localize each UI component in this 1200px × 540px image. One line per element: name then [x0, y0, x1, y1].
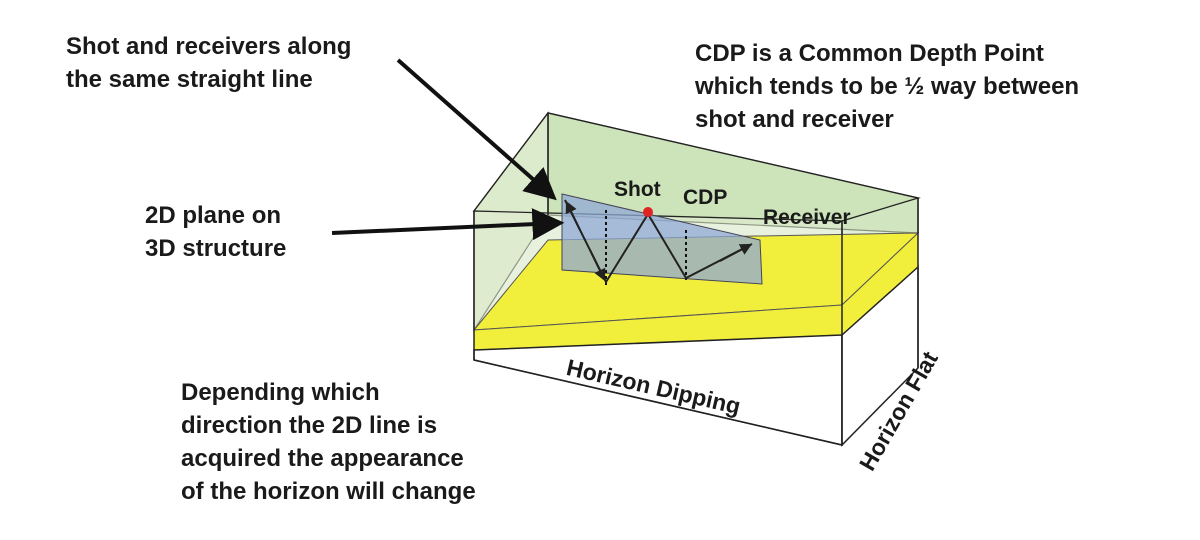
callout-shot-receivers-line1: Shot and receivers along	[66, 33, 352, 60]
shot-marker	[643, 207, 653, 217]
callout-arrow-2d-plane	[331, 208, 565, 241]
ray-arrow-2	[565, 200, 581, 231]
ray-arrow-1	[589, 249, 606, 282]
callout-cdp-line3: shot and receiver	[695, 106, 894, 133]
callout-2d-plane: 2D plane on 3D structure	[145, 199, 286, 265]
callout-shot-receivers: Shot and receivers along the same straig…	[66, 30, 351, 96]
callout-depending-line1: Depending which	[181, 379, 380, 406]
callout-depending-line2: direction the 2D line is	[181, 412, 438, 439]
label-receiver: Receiver	[763, 206, 851, 229]
callout-arrow-shot-receivers	[396, 58, 557, 201]
callout-depending-line4: of the horizon will change	[181, 478, 476, 505]
callout-cdp-definition: CDP is a Common Depth Point which tends …	[695, 37, 1079, 136]
callout-depending-line3: acquired the appearance	[181, 445, 464, 472]
block-bottom-edge	[473, 359, 843, 446]
callout-cdp-line1: CDP is a Common Depth Point	[695, 40, 1044, 67]
callout-cdp-line2: which tends to be ½ way between	[695, 73, 1080, 100]
callout-2d-plane-line1: 2D plane on	[145, 202, 282, 229]
label-shot: Shot	[614, 178, 661, 201]
ray-arrow-3	[719, 243, 753, 262]
callout-2d-plane-line2: 3D structure	[145, 235, 287, 262]
callout-depending: Depending which direction the 2D line is…	[181, 376, 476, 508]
callout-shot-receivers-line2: the same straight line	[66, 66, 313, 93]
label-cdp: CDP	[683, 186, 728, 209]
